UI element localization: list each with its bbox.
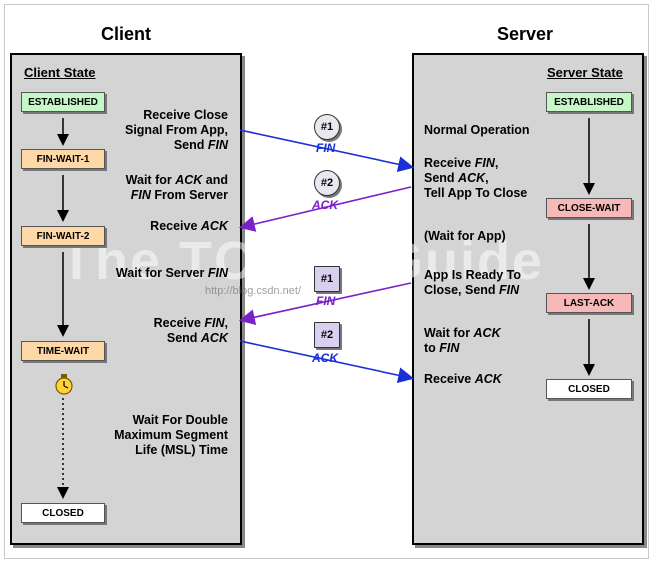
client-state-established: ESTABLISHED xyxy=(21,92,105,112)
client-title: Client xyxy=(101,24,152,44)
server-state-close-wait: CLOSE-WAIT xyxy=(546,198,632,218)
message-label-ack-4: ACK xyxy=(312,351,338,365)
client-state-fin-wait-1: FIN-WAIT-1 xyxy=(21,149,105,169)
message-badge-1: #1 xyxy=(314,114,340,140)
client-label-receive-fin-send-ack: Receive FIN, Send ACK xyxy=(153,316,228,345)
message-arrow-ack-4 xyxy=(239,340,415,384)
server-label-receive-ack: Receive ACK xyxy=(424,372,502,386)
server-state-established: ESTABLISHED xyxy=(546,92,632,112)
message-label-fin-3: FIN xyxy=(316,294,336,308)
client-state-closed: CLOSED xyxy=(21,503,105,523)
message-badge-2: #2 xyxy=(314,170,340,196)
message-arrow-fin-1 xyxy=(239,129,415,173)
server-label-receive-fin: Receive FIN, Send ACK, Tell App To Close xyxy=(424,156,528,200)
watermark-text: The TCP/IP Guide xyxy=(60,231,545,291)
server-state-last-ack: LAST-ACK xyxy=(546,293,632,313)
client-state-header: Client State xyxy=(24,65,96,80)
watermark-url: http://blog.csdn.net/ xyxy=(205,285,302,297)
stopwatch-icon xyxy=(55,374,73,395)
client-state-time-wait: TIME-WAIT xyxy=(21,341,105,361)
message-badge-4: #2 xyxy=(314,322,340,348)
client-label-wait-server-fin: Wait for Server FIN xyxy=(115,266,228,280)
server-state-closed: CLOSED xyxy=(546,379,632,399)
server-label-app-ready: App Is Ready To Close, Send FIN xyxy=(424,268,522,297)
message-badge-3: #1 xyxy=(314,266,340,292)
client-label-receive-ack: Receive ACK xyxy=(150,219,228,233)
client-panel xyxy=(10,53,242,545)
server-label-wait-app: (Wait for App) xyxy=(424,229,506,243)
client-state-fin-wait-2: FIN-WAIT-2 xyxy=(21,226,105,246)
client-label-wait-ack-fin: Wait for ACK and FIN From Server xyxy=(125,173,228,202)
server-title: Server xyxy=(497,24,554,44)
message-arrow-fin-3 xyxy=(238,282,412,326)
message-label-ack-2: ACK xyxy=(312,198,338,212)
message-arrow-ack-2 xyxy=(238,186,412,232)
message-label-fin-1: FIN xyxy=(316,141,336,155)
client-label-wait-msl: Wait For Double Maximum Segment Life (MS… xyxy=(114,413,228,457)
server-label-wait-ack: Wait for ACK to FIN xyxy=(424,326,501,355)
server-label-normal-operation: Normal Operation xyxy=(424,123,530,137)
server-state-header: Server State xyxy=(547,65,623,80)
client-label-close-signal: Receive Close Signal From App, Send FIN xyxy=(124,108,228,152)
